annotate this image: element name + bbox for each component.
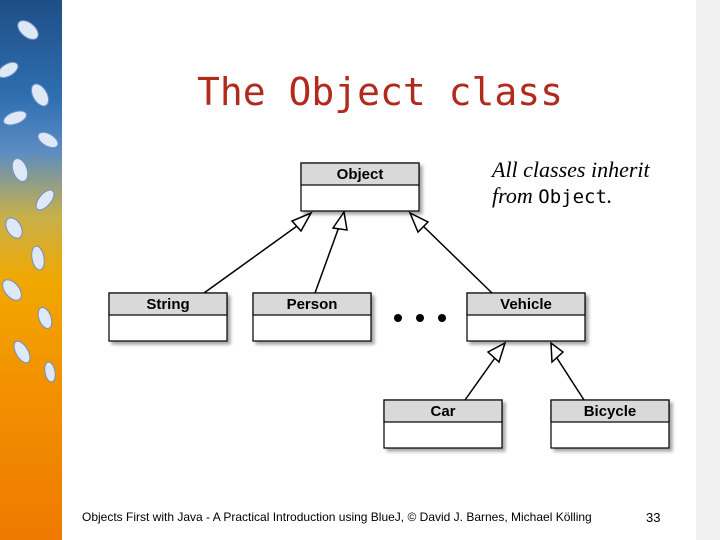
footer-credit: Objects First with Java - A Practical In… xyxy=(82,510,592,524)
line-vehicle-object xyxy=(418,221,493,294)
class-box-bicycle xyxy=(550,399,670,449)
class-name-string: String xyxy=(146,296,189,313)
note-line-2: from Object. xyxy=(492,183,692,210)
arrowhead-person-object xyxy=(331,210,348,231)
class-box-vehicle xyxy=(466,292,586,342)
page-number: 33 xyxy=(646,510,661,525)
slide-title: The Object class xyxy=(196,70,564,114)
note-object-code: Object xyxy=(538,186,607,208)
class-box-person xyxy=(252,292,372,342)
decorative-sidebar xyxy=(0,0,62,540)
class-name-vehicle: Vehicle xyxy=(500,296,552,313)
note-text: All classes inherit from Object. xyxy=(492,157,692,210)
class-box-string xyxy=(108,292,228,342)
class-name-car: Car xyxy=(430,403,455,420)
class-name-person: Person xyxy=(287,296,338,313)
line-string-object xyxy=(203,220,305,294)
pills-decoration xyxy=(0,20,59,383)
class-name-object: Object xyxy=(337,166,384,183)
line-bicycle-vehicle xyxy=(554,354,585,401)
arrowheads xyxy=(290,210,565,364)
right-edge-strip xyxy=(696,0,720,540)
note-line-2-suffix: . xyxy=(606,183,613,208)
arrowhead-car-vehicle xyxy=(486,341,507,364)
arrowhead-vehicle-object xyxy=(408,211,430,234)
line-car-vehicle xyxy=(464,354,498,401)
class-box-object xyxy=(300,162,420,212)
class-box-car xyxy=(383,399,503,449)
class-name-bicycle: Bicycle xyxy=(584,403,637,420)
arrowhead-string-object xyxy=(290,211,313,233)
note-line-1: All classes inherit xyxy=(492,157,650,182)
arrowhead-bicycle-vehicle xyxy=(550,341,565,364)
ellipsis-dots xyxy=(394,314,446,322)
inheritance-lines xyxy=(203,220,585,401)
line-person-object xyxy=(314,223,341,294)
note-line-2-prefix: from xyxy=(492,183,539,208)
